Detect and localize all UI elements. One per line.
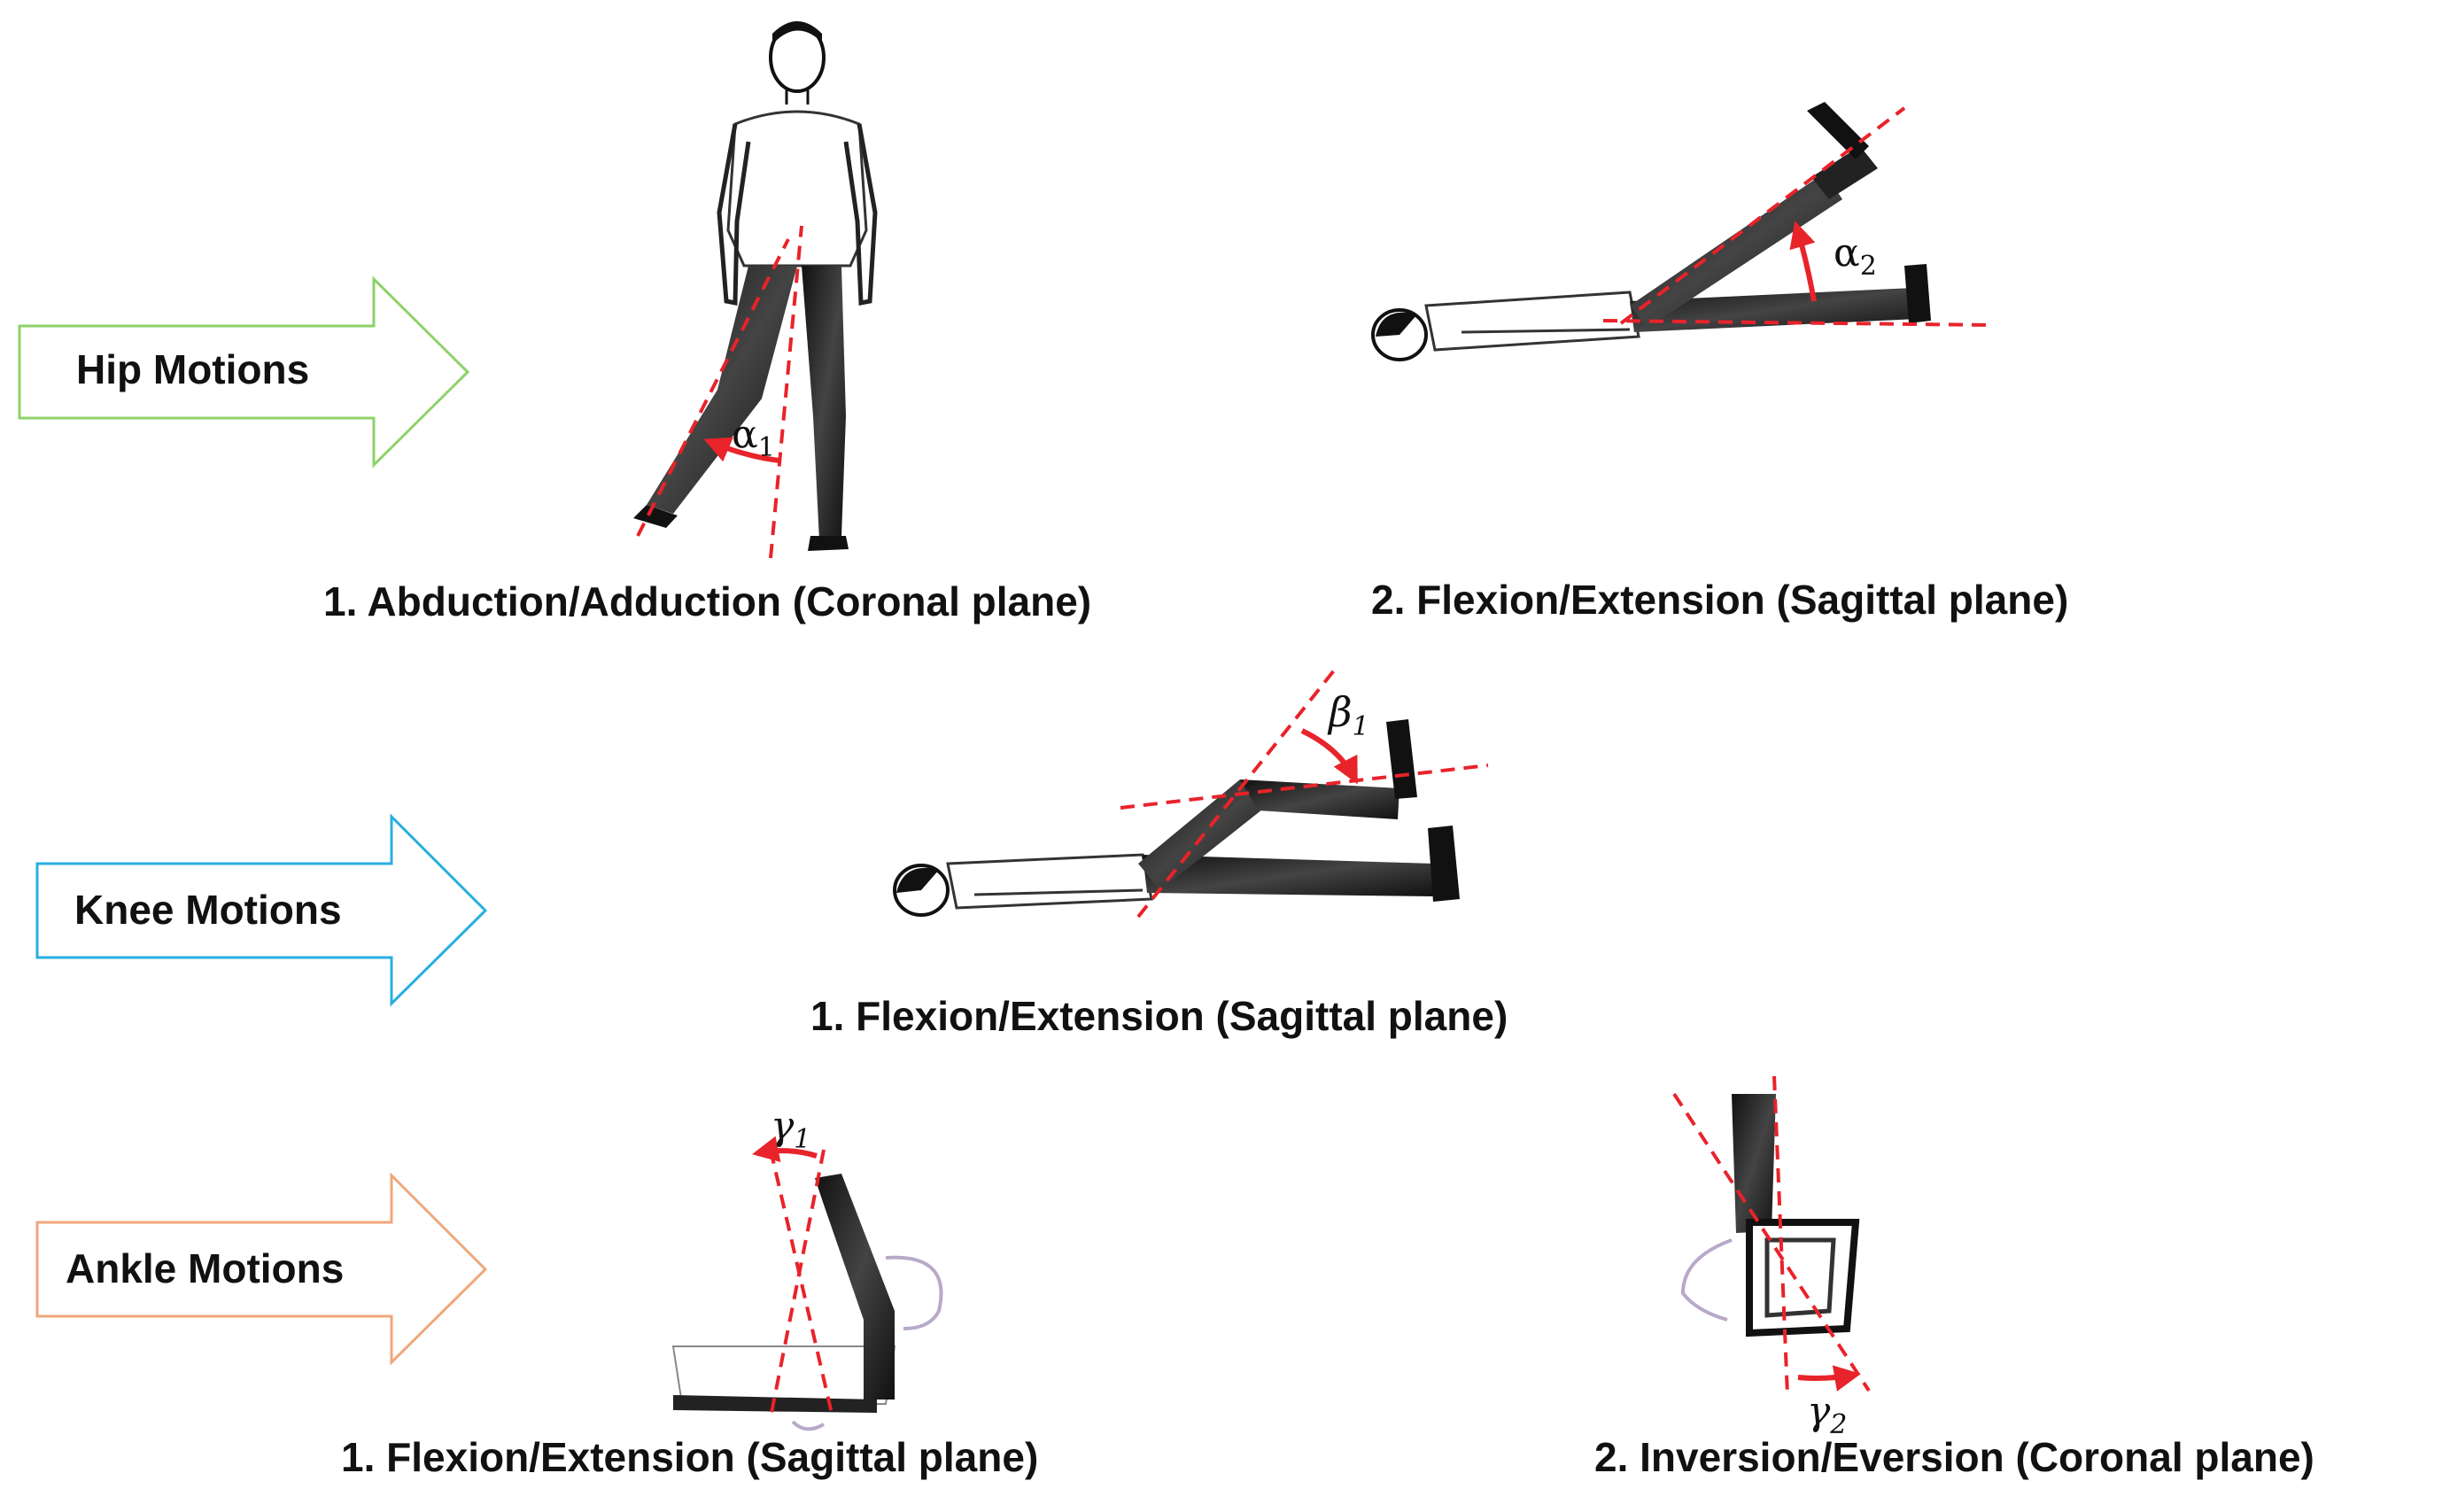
ankle2-line-b [1672,1092,1871,1392]
ankle-caption-inversion: 2. Inversion/Eversion (Coronal plane) [1594,1434,2314,1480]
hip-abduction-figure [633,21,878,551]
ankle-motions-label: Ankle Motions [66,1245,345,1291]
ankle2-angle-label: γ2 [1807,1389,1847,1440]
ankle1-angle-label: γ1 [771,1104,810,1155]
hip2-limb-axis [1619,106,1906,325]
hip-caption-abduction: 1. Abduction/Adduction (Coronal plane) [323,578,1092,624]
knee-flexion-figure [893,719,1460,917]
ankle-flexion-figure [671,1174,943,1431]
knee-shin-axis [1120,764,1489,810]
hip2-horizontal-axis [1602,319,1994,327]
ankle-caption-flexion: 1. Flexion/Extension (Sagittal plane) [341,1434,1039,1480]
hip1-angle-arc [703,437,780,463]
ankle2-line-a [1772,1075,1789,1396]
ankle2-angle-arc [1797,1365,1861,1392]
knee-angle-label: β1 [1327,688,1369,742]
hip1-vertical-axis [769,225,803,559]
hip-flexion-figure [1371,102,1931,361]
hip1-angle-label: α1 [732,412,775,463]
ankle1-angle-arc [752,1136,818,1163]
hip2-angle-arc [1789,221,1817,302]
hip-motions-label: Hip Motions [76,346,310,392]
hip-caption-flexion: 2. Flexion/Extension (Sagittal plane) [1371,577,2069,623]
knee-arrow [35,813,488,1007]
knee-motions-label: Knee Motions [74,887,342,933]
hip2-angle-label: α2 [1834,230,1877,282]
ankle-arrow [35,1172,488,1366]
knee-thigh-axis [1136,664,1339,919]
knee-angle-arc [1300,728,1358,785]
knee-caption-flexion: 1. Flexion/Extension (Sagittal plane) [810,993,1508,1039]
ankle-inversion-figure [1680,1094,1860,1338]
hip1-limb-axis [636,238,790,537]
hip-arrow [18,275,470,469]
